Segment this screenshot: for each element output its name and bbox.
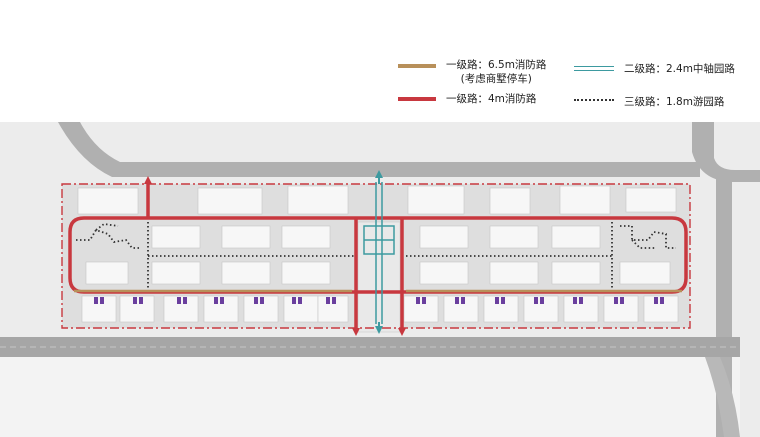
building bbox=[85, 261, 129, 285]
building bbox=[77, 187, 139, 215]
legend-swatch-secondary-2-4 bbox=[574, 66, 614, 71]
secondary-axis-path bbox=[363, 182, 395, 324]
building bbox=[221, 261, 271, 285]
site-plan-map bbox=[0, 122, 760, 437]
building bbox=[81, 295, 117, 323]
building bbox=[197, 187, 263, 215]
south-east-curve-road bbox=[705, 357, 740, 437]
lower-lot bbox=[0, 352, 740, 437]
building bbox=[287, 185, 349, 215]
building bbox=[551, 225, 601, 249]
north-east-road bbox=[692, 122, 760, 182]
building bbox=[407, 185, 465, 215]
legend-swatch-primary-4 bbox=[398, 97, 436, 101]
legend-label-primary-6-5-line1: 一级路：6.5m消防路 bbox=[446, 59, 547, 71]
building bbox=[489, 187, 531, 215]
north-west-road bbox=[58, 122, 700, 177]
building bbox=[559, 185, 611, 215]
building bbox=[419, 225, 469, 249]
building bbox=[489, 261, 539, 285]
legend-label-primary-6-5: 一级路：6.5m消防路 (考虑商墅停车) bbox=[446, 58, 546, 86]
legend-label-primary-4: 一级路：4m消防路 bbox=[446, 93, 537, 105]
building bbox=[619, 261, 671, 285]
building bbox=[625, 187, 677, 213]
building bbox=[221, 225, 271, 249]
building bbox=[419, 261, 469, 285]
building bbox=[489, 225, 539, 249]
legend-swatch-tertiary-1-8 bbox=[574, 99, 614, 101]
legend-swatch-primary-6-5 bbox=[398, 64, 436, 68]
legend-label-tertiary-1-8: 三级路：1.8m游园路 bbox=[624, 96, 725, 108]
building bbox=[281, 225, 331, 249]
building bbox=[151, 261, 201, 285]
tertiary-paths bbox=[76, 222, 676, 292]
building bbox=[203, 295, 239, 323]
building bbox=[403, 295, 439, 323]
building bbox=[551, 261, 601, 285]
legend-label-primary-6-5-line2: (考虑商墅停车) bbox=[460, 73, 532, 85]
legend-label-secondary-2-4: 二级路：2.4m中轴园路 bbox=[624, 63, 735, 75]
legend: 一级路：6.5m消防路 (考虑商墅停车) 一级路：4m消防路 二级路：2.4m中… bbox=[0, 0, 760, 122]
building bbox=[281, 261, 331, 285]
garage-markers bbox=[94, 297, 664, 304]
building bbox=[151, 225, 201, 249]
